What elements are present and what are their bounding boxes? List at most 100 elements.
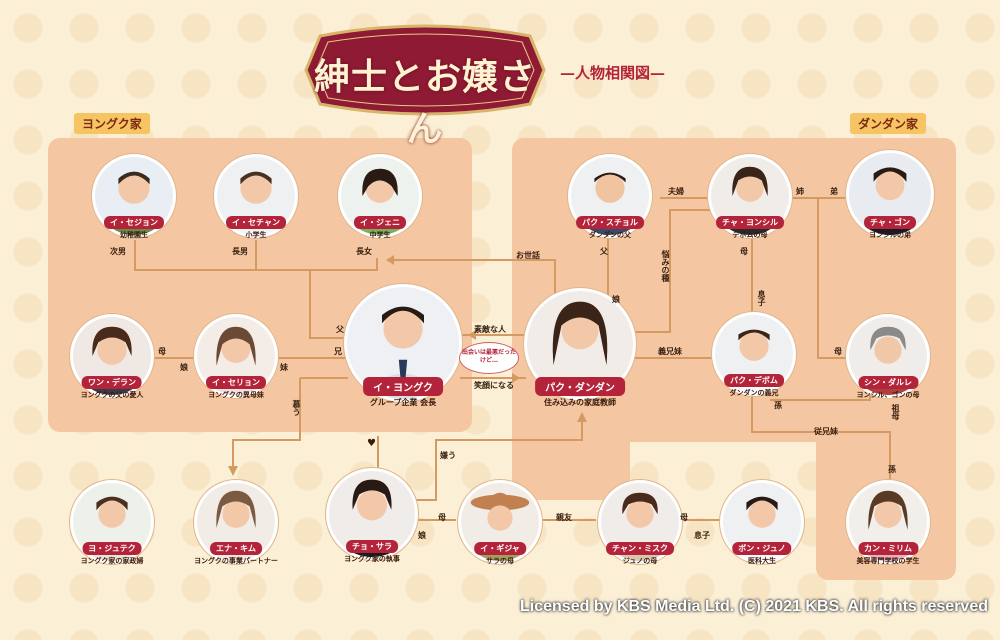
person-role: ヨングクの異母妹 bbox=[208, 391, 264, 399]
title-logo: 紳士とお嬢さん bbox=[300, 22, 550, 150]
family-label-yongguk: ヨングク家 bbox=[74, 113, 150, 134]
rel-deai: 出会いは最悪だったけど… bbox=[461, 349, 516, 364]
person-name: イ・ヨングク bbox=[363, 377, 443, 396]
person-role: ヨングク家の執事 bbox=[344, 555, 400, 563]
rel-musume1: 娘 bbox=[180, 363, 188, 372]
rel-musuko2: 息子 bbox=[694, 531, 710, 540]
rel-jukeimai: 従兄妹 bbox=[814, 427, 838, 436]
person-name: ワン・デラン bbox=[82, 376, 142, 389]
person-name: チャ・ヨンシル bbox=[716, 216, 784, 229]
heart-icon: ♥ bbox=[367, 438, 376, 449]
person-name: チョ・サラ bbox=[346, 540, 398, 553]
rel-mago1: 孫 bbox=[774, 401, 782, 410]
person-role: ジュノの母 bbox=[622, 557, 658, 565]
title-text: 紳士とお嬢さん bbox=[313, 56, 536, 150]
person-role: デボムの母 bbox=[732, 231, 768, 239]
rel-otouto: 弟 bbox=[830, 187, 838, 196]
nameplate: イ・セチャン小学生 bbox=[226, 210, 286, 240]
person-name: パク・ダンダン bbox=[535, 377, 625, 396]
person-name: イ・セチャン bbox=[226, 216, 286, 229]
rel-chojo: 長女 bbox=[356, 247, 372, 256]
person-role: ダンダンの義兄 bbox=[729, 389, 779, 397]
person-name: イ・セジョン bbox=[104, 216, 164, 229]
nameplate: イ・ジェニ中学生 bbox=[354, 210, 406, 240]
rel-musume3: 娘 bbox=[418, 531, 426, 540]
nameplate: チャン・ミスクジュノの母 bbox=[606, 536, 674, 566]
person-role: ヨンシル、ゴンの母 bbox=[856, 391, 920, 399]
rel-ani: 兄 bbox=[334, 347, 342, 356]
person-name: ヨ・ジュテク bbox=[82, 542, 142, 555]
subtitle: —人物相関図— bbox=[560, 64, 666, 82]
rel-sobo: 祖母 bbox=[891, 404, 900, 420]
rel-musume2: 娘 bbox=[612, 295, 620, 304]
copyright-notice: Licensed by KBS Media Ltd. (C) 2021 KBS.… bbox=[520, 598, 988, 615]
nameplate: カン・ミリム美容専門学校の学生 bbox=[857, 536, 920, 566]
nameplate: パク・スチョルダンダンの父 bbox=[576, 210, 644, 240]
person-name: ボン・ジュノ bbox=[732, 542, 792, 555]
person-name: チャン・ミスク bbox=[606, 542, 674, 555]
rel-shitau: 慕う bbox=[292, 400, 301, 416]
rel-gikyodai: 義兄妹 bbox=[658, 347, 682, 356]
nameplate: パク・デボムダンダンの義兄 bbox=[724, 368, 784, 398]
person-role: 幼稚園生 bbox=[120, 231, 148, 239]
person-name: カン・ミリム bbox=[858, 542, 918, 555]
person-name: エナ・キム bbox=[210, 542, 262, 555]
nameplate: イ・セリョンヨングクの異母妹 bbox=[206, 370, 266, 400]
avatar bbox=[338, 154, 422, 238]
rel-osewa: お世話 bbox=[516, 251, 540, 260]
family-label-dandan: ダンダン家 bbox=[850, 113, 927, 134]
nameplate: チャ・ゴンヨンシルの弟 bbox=[864, 210, 916, 240]
person-name: パク・スチョル bbox=[576, 216, 644, 229]
rel-imoto: 妹 bbox=[280, 363, 288, 372]
nameplate: ワン・デランヨングクの父の愛人 bbox=[80, 370, 144, 400]
rel-haha1: 母 bbox=[158, 347, 166, 356]
rel-egao: 笑顔になる bbox=[474, 381, 514, 390]
rel-deai-badge: 出会いは最悪だったけど… bbox=[459, 342, 519, 374]
nameplate: エナ・キムヨングクの事業パートナー bbox=[194, 536, 278, 566]
rel-nayami: 悩みの種 bbox=[661, 250, 670, 282]
nameplate: ヨ・ジュテクヨングク家の家政婦 bbox=[80, 536, 144, 566]
person-name: イ・セリョン bbox=[206, 376, 266, 389]
person-name: シン・ダルレ bbox=[858, 376, 918, 389]
person-role: ダンダンの父 bbox=[589, 231, 631, 239]
rel-haha4: 母 bbox=[438, 513, 446, 522]
avatar bbox=[458, 480, 542, 564]
nameplate: チョ・サラヨングク家の執事 bbox=[344, 534, 400, 564]
rel-fuufu: 夫婦 bbox=[668, 187, 684, 196]
rel-haha3: 母 bbox=[834, 347, 842, 356]
person-name: パク・デボム bbox=[724, 374, 784, 387]
person-role: ヨングク家の家政婦 bbox=[80, 557, 144, 565]
rel-haha5: 母 bbox=[680, 513, 688, 522]
nameplate: シン・ダルレヨンシル、ゴンの母 bbox=[857, 370, 920, 400]
person-role: 美容専門学校の学生 bbox=[856, 557, 920, 565]
rel-chichi: 父 bbox=[336, 325, 344, 334]
rel-jinan: 次男 bbox=[110, 247, 126, 256]
nameplate: パク・ダンダン住み込みの家庭教師 bbox=[535, 376, 625, 408]
rel-ane: 姉 bbox=[796, 187, 804, 196]
nameplate: イ・ヨングクグループ企業 会長 bbox=[363, 376, 443, 408]
person-role: 小学生 bbox=[245, 231, 267, 239]
rel-sutekina: 素敵な人 bbox=[474, 325, 506, 334]
rel-kirau: 嫌う bbox=[440, 451, 456, 460]
rel-musuko1: 息子 bbox=[757, 290, 766, 306]
person-name: チャ・ゴン bbox=[864, 216, 916, 229]
person-name: イ・ギジャ bbox=[474, 542, 526, 555]
nameplate: ボン・ジュノ医科大生 bbox=[732, 536, 792, 566]
person-role: 中学生 bbox=[369, 231, 391, 239]
title-frame-graphic bbox=[304, 24, 546, 116]
person-role: サラの母 bbox=[485, 557, 514, 565]
rel-mago2: 孫 bbox=[888, 465, 896, 474]
person-role: ヨングクの事業パートナー bbox=[194, 557, 278, 565]
person-role: ヨングクの父の愛人 bbox=[80, 391, 144, 399]
nameplate: イ・セジョン幼稚園生 bbox=[104, 210, 164, 240]
person-role: ヨンシルの弟 bbox=[868, 231, 911, 239]
person-role: グループ企業 会長 bbox=[369, 398, 437, 407]
nameplate: イ・ギジャサラの母 bbox=[474, 536, 526, 566]
rel-haha2: 母 bbox=[740, 247, 748, 256]
nameplate: チャ・ヨンシルデボムの母 bbox=[716, 210, 784, 240]
person-role: 住み込みの家庭教師 bbox=[544, 398, 616, 407]
rel-shinyu: 親友 bbox=[556, 513, 572, 522]
rel-chonan: 長男 bbox=[232, 247, 248, 256]
